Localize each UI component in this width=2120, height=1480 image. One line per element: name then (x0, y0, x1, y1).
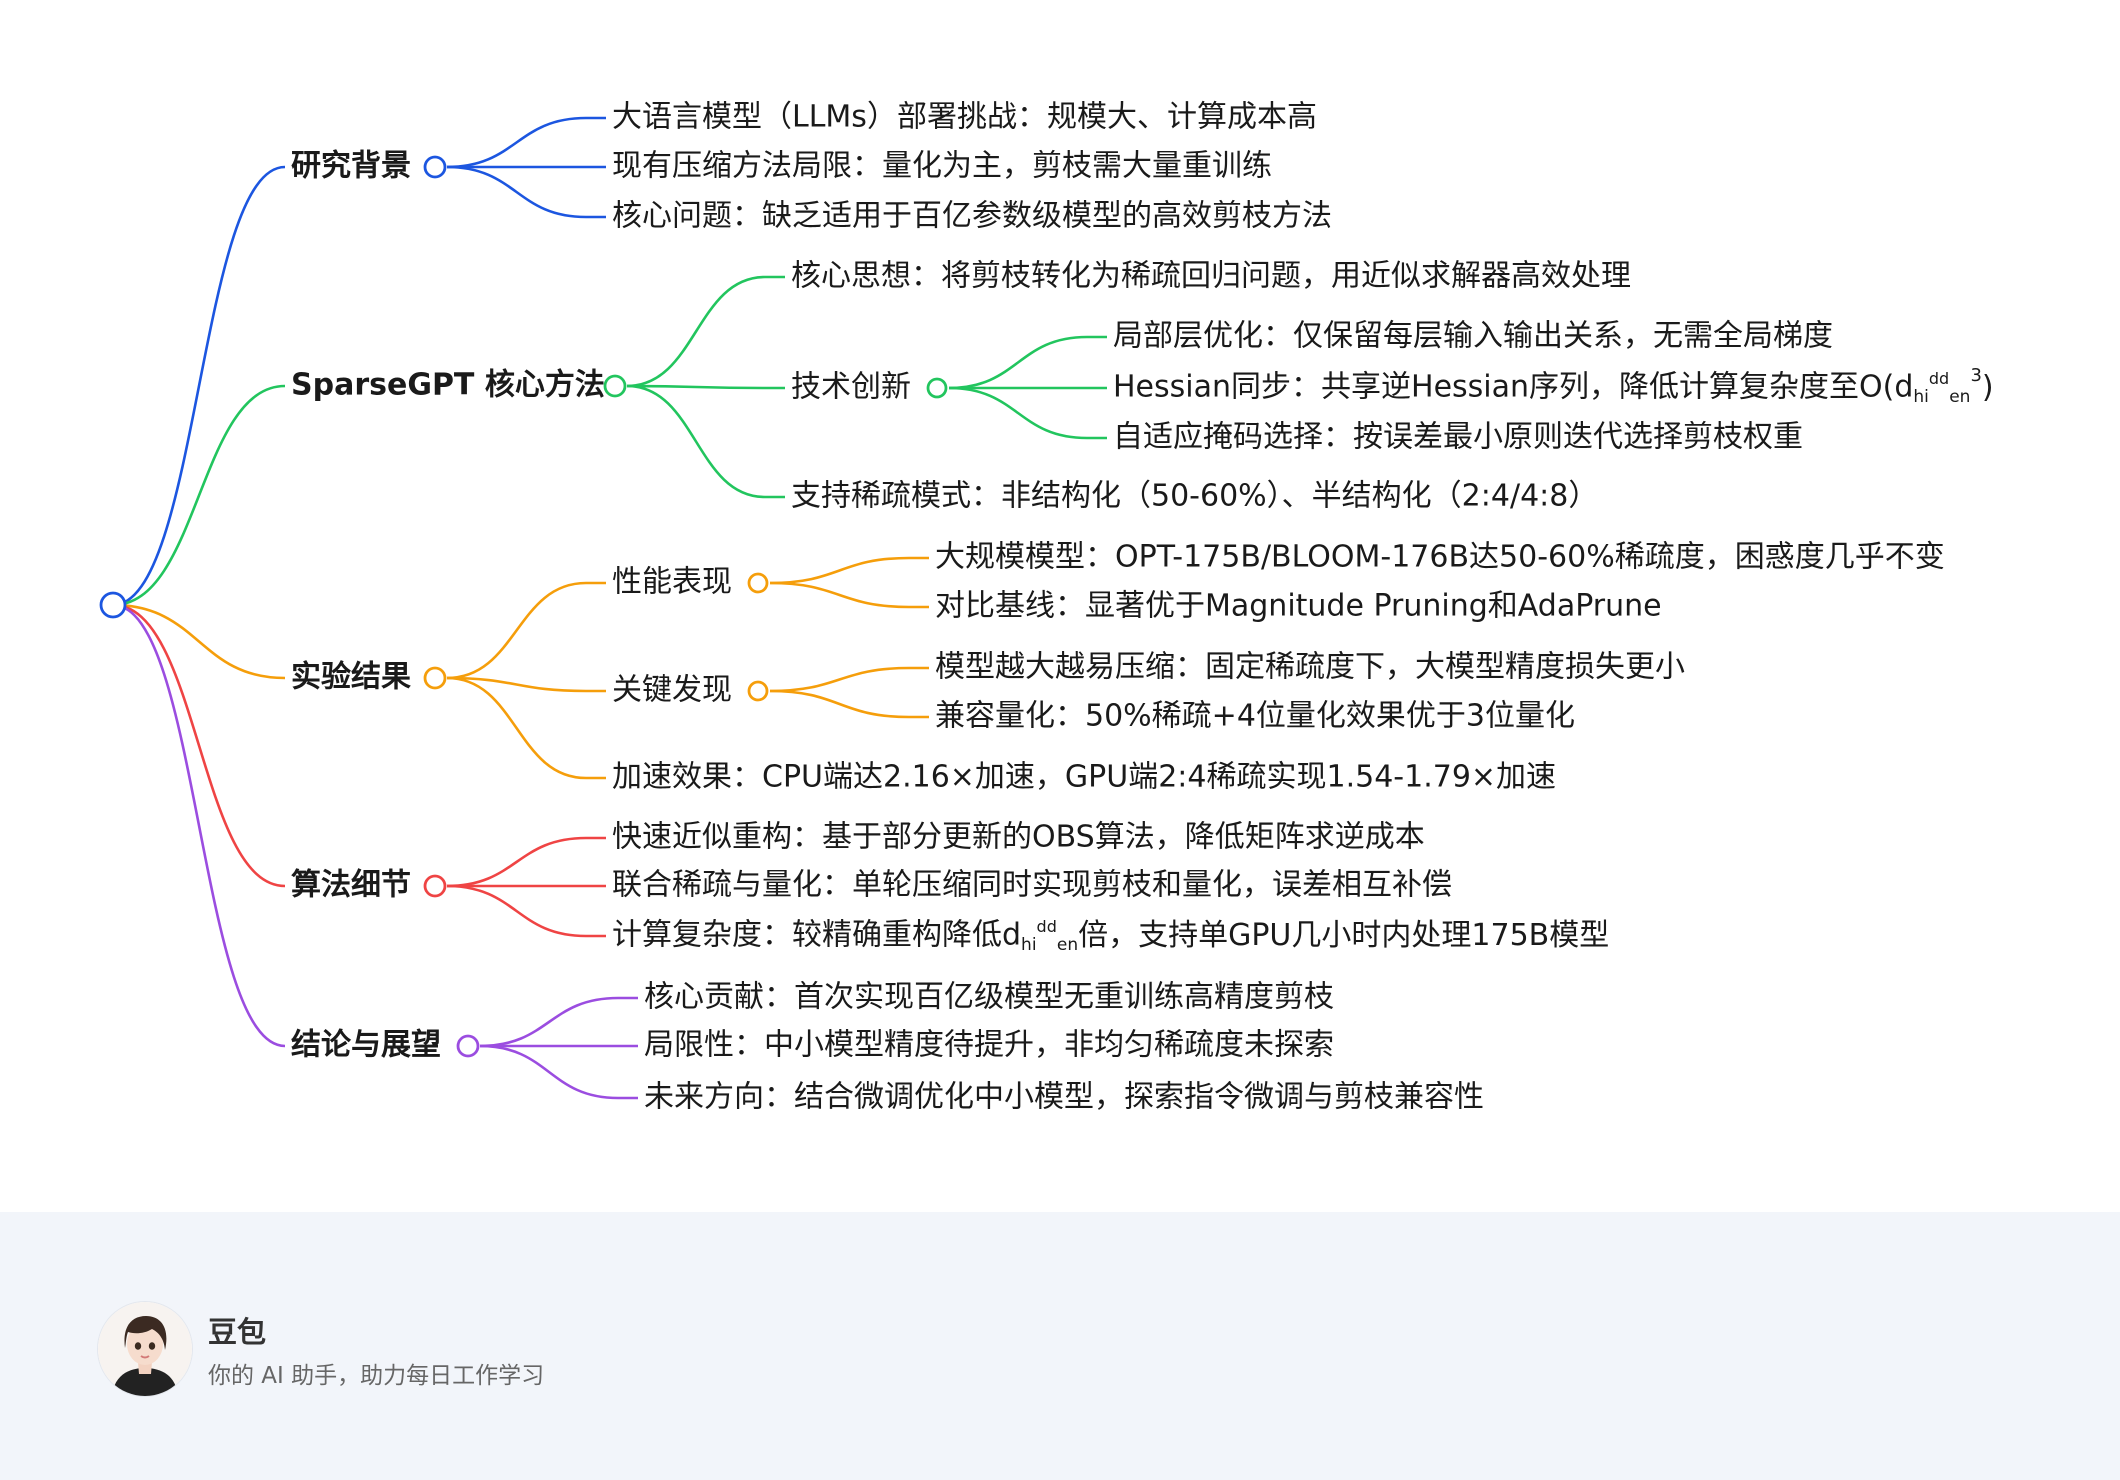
detail-2-1-0: 模型越大越易压缩：固定稀疏度下，大模型精度损失更小 (935, 650, 1685, 685)
connector-3-0 (446, 836, 587, 888)
connector-1-1-2 (948, 386, 1088, 440)
connector-1-0 (626, 275, 766, 388)
subtopic-0-0: 大语言模型（LLMs）部署挑战：规模大、计算成本高 (612, 100, 1317, 135)
node-1-1[interactable] (926, 377, 948, 399)
connector-2-1-1 (769, 689, 910, 719)
connector-1-1-0 (948, 335, 1088, 390)
connector-4-2 (479, 1044, 619, 1100)
brand-tagline: 你的 AI 助手，助力每日工作学习 (208, 1363, 545, 1389)
connector-4-0 (479, 996, 619, 1048)
detail-1-1-0: 局部层优化：仅保留每层输入输出关系，无需全局梯度 (1113, 319, 1833, 354)
subtopic-4-1: 局限性：中小模型精度待提升，非均匀稀疏度未探索 (644, 1028, 1334, 1063)
avatar (98, 1302, 192, 1396)
subtopic-3-0: 快速近似重构：基于部分更新的OBS算法，降低矩阵求逆成本 (612, 820, 1425, 855)
subtopic-0-2: 核心问题：缺乏适用于百亿参数级模型的高效剪枝方法 (612, 199, 1332, 234)
topic-1: SparseGPT 核心方法 (291, 368, 605, 403)
subtopic-0-1: 现有压缩方法局限：量化为主，剪枝需大量重训练 (612, 149, 1272, 184)
connector-2-1-0 (769, 666, 910, 693)
connector-2-0-0 (769, 556, 910, 585)
connector-1-1 (626, 384, 766, 390)
topic-2: 实验结果 (291, 660, 411, 695)
mindmap-labels: 研究背景 大语言模型（LLMs）部署挑战：规模大、计算成本高现有压缩方法局限：量化… (291, 100, 1994, 1115)
footer (0, 1212, 2120, 1480)
detail-2-0-1: 对比基线：显著优于Magnitude Pruning和AdaPrune (935, 589, 1662, 624)
detail-2-0-0: 大规模模型：OPT-175B/BLOOM-176B达50-60%稀疏度，困惑度几… (935, 540, 1945, 575)
subtopic-2-1: 关键发现 (612, 673, 732, 708)
connector-root-1 (112, 384, 286, 607)
node-2-0[interactable] (747, 572, 769, 594)
mindmap: 研究背景 大语言模型（LLMs）部署挑战：规模大、计算成本高现有压缩方法局限：量化… (99, 100, 1994, 1115)
topic-3: 算法细节 (291, 868, 411, 903)
topic-0: 研究背景 (291, 149, 411, 184)
subtopic-3-1: 联合稀疏与量化：单轮压缩同时实现剪枝和量化，误差相互补偿 (612, 868, 1452, 903)
subtopic-1-2: 支持稀疏模式：非结构化（50-60%）、半结构化（2:4/4:8） (791, 479, 1598, 514)
connector-0-2 (446, 165, 587, 219)
mindmap-connectors (112, 116, 1107, 1100)
node-2[interactable] (423, 666, 447, 690)
detail-1-1-1: Hessian同步：共享逆Hessian序列，降低计算复杂度至O(dhidden… (1113, 365, 1994, 407)
node-0[interactable] (423, 155, 447, 179)
node-1[interactable] (603, 374, 627, 398)
detail-2-1-1: 兼容量化：50%稀疏+4位量化效果优于3位量化 (935, 699, 1575, 734)
subtopic-1-0: 核心思想：将剪枝转化为稀疏回归问题，用近似求解器高效处理 (791, 259, 1631, 294)
connector-1-2 (626, 384, 766, 499)
subtopic-4-2: 未来方向：结合微调优化中小模型，探索指令微调与剪枝兼容性 (644, 1080, 1484, 1115)
subtopic-4-0: 核心贡献：首次实现百亿级模型无重训练高精度剪枝 (644, 980, 1334, 1015)
node-4[interactable] (456, 1034, 480, 1058)
connector-2-0 (446, 581, 587, 680)
connector-root-3 (112, 603, 286, 888)
connector-2-0-1 (769, 581, 910, 609)
connector-root-4 (112, 603, 286, 1048)
connector-root-2 (112, 603, 286, 680)
connector-3-2 (446, 884, 587, 938)
connector-2-1 (446, 676, 587, 693)
subtopic-2-2: 加速效果：CPU端达2.16×加速，GPU端2:4稀疏实现1.54-1.79×加… (612, 760, 1556, 795)
connector-2-2 (446, 676, 587, 780)
avatar-image (98, 1302, 192, 1396)
mindmap-nodes (99, 155, 948, 1058)
node-3[interactable] (423, 874, 447, 898)
detail-1-1-2: 自适应掩码选择：按误差最小原则迭代选择剪枝权重 (1113, 420, 1803, 455)
topic-4: 结论与展望 (291, 1028, 441, 1063)
brand-name: 豆包 (208, 1315, 267, 1349)
subtopic-1-1: 技术创新 (791, 370, 911, 405)
root-node[interactable] (99, 591, 127, 619)
node-2-1[interactable] (747, 680, 769, 702)
subtopic-3-2: 计算复杂度：较精确重构降低dhidden倍，支持单GPU几小时内处理175B模型 (612, 917, 1609, 956)
subtopic-2-0: 性能表现 (612, 565, 732, 600)
connector-0-0 (446, 116, 587, 169)
connector-root-0 (112, 165, 286, 607)
